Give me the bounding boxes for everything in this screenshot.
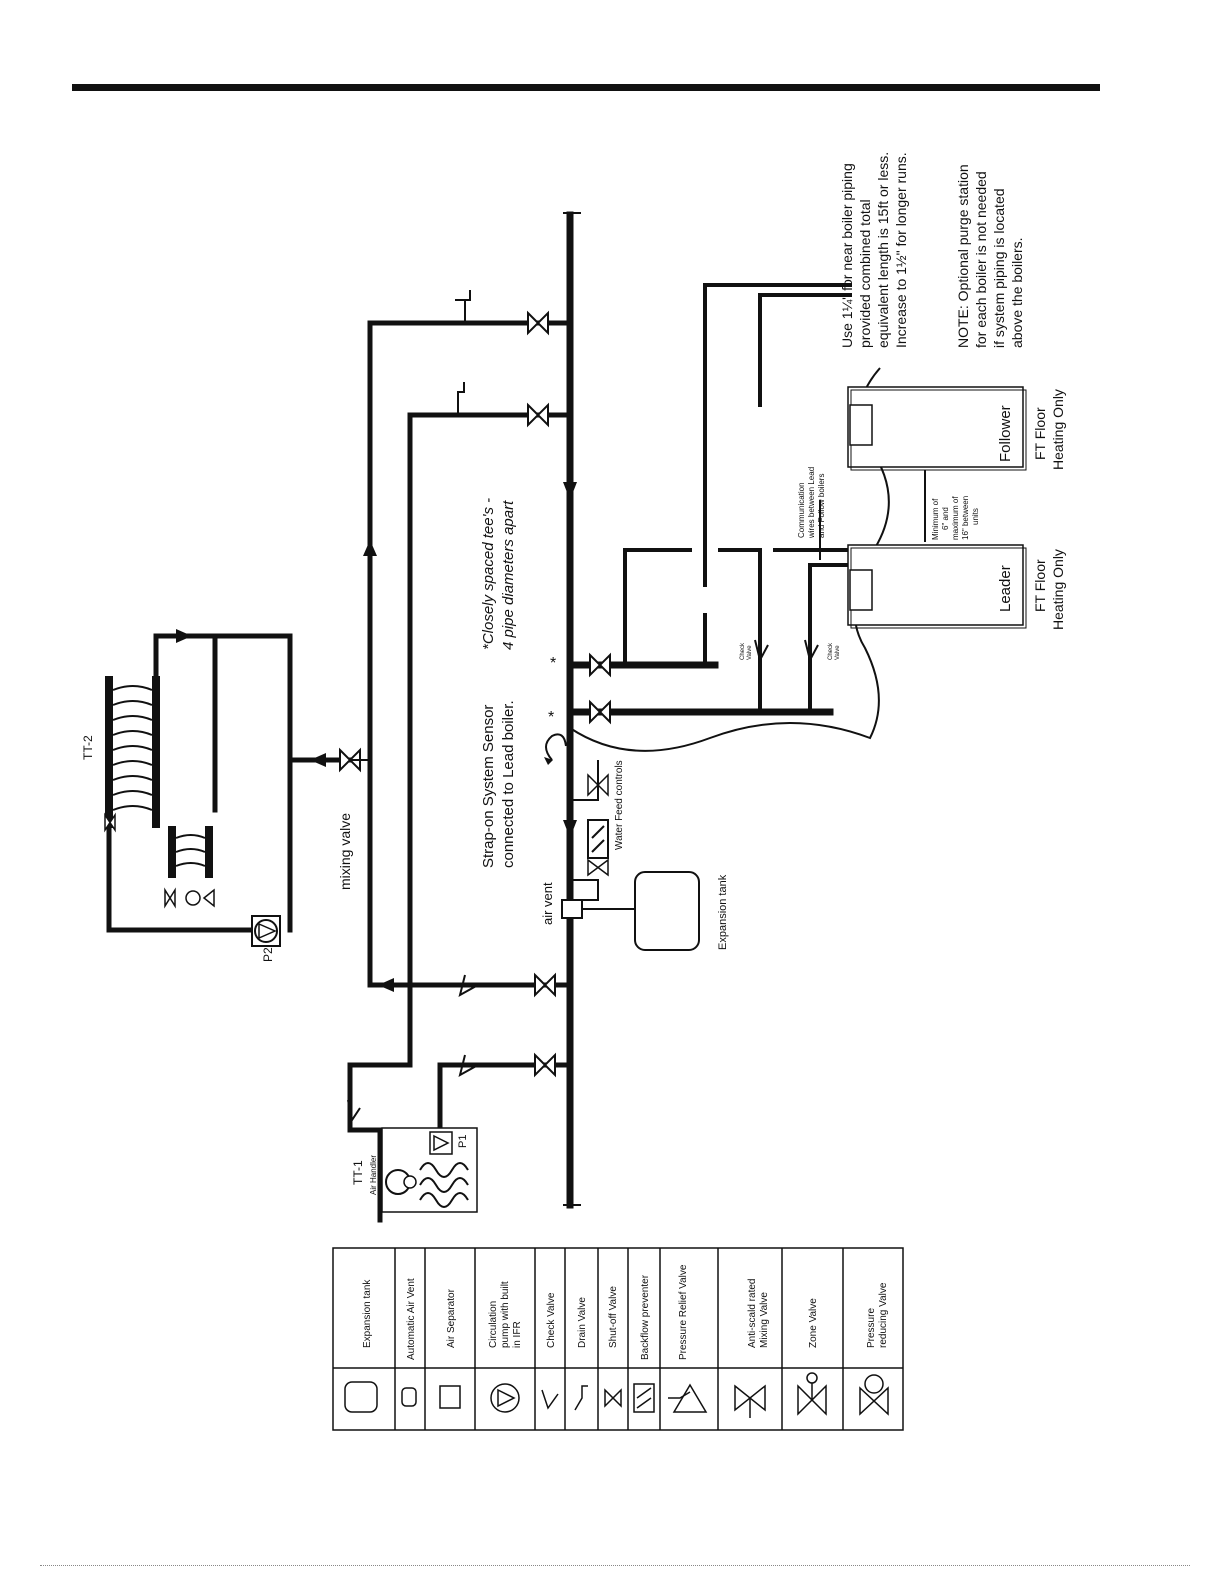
asterisk-1: * <box>550 655 556 672</box>
svg-text:and Follow boilers: and Follow boilers <box>817 474 826 538</box>
header-rule <box>72 84 1100 91</box>
svg-text:Expansion tank: Expansion tank <box>362 1279 373 1348</box>
expansion-tank-label: Expansion tank <box>717 874 729 950</box>
svg-text:equivalent length is 15ft or l: equivalent length is 15ft or less. <box>875 152 891 348</box>
svg-text:Check Valve: Check Valve <box>546 1292 557 1348</box>
svg-text:pump with built: pump with built <box>500 1281 511 1348</box>
svg-text:Use 1¼" for near boiler piping: Use 1¼" for near boiler piping <box>839 163 855 348</box>
svg-text:Automatic Air Vent: Automatic Air Vent <box>406 1278 417 1360</box>
check-valve-icon <box>347 974 479 1123</box>
tees-line-2: 4 pipe diameters apart <box>500 500 517 650</box>
svg-text:Backflow preventer: Backflow preventer <box>640 1274 651 1360</box>
shut-off-valve-icon <box>604 1388 622 1408</box>
svg-text:Heating Only: Heating Only <box>1050 389 1066 470</box>
backflow-preventer-icon <box>587 819 609 859</box>
drain-valve-icon <box>574 1385 588 1411</box>
svg-text:Mixing Valve: Mixing Valve <box>759 1292 770 1348</box>
tt1-label: TT-1 <box>351 1160 365 1185</box>
tees-line-1: *Closely spaced tee's - <box>480 498 497 650</box>
tt1-zone: TT-1 Air Handler P1 <box>351 1127 478 1213</box>
svg-text:Shut-off Valve: Shut-off Valve <box>608 1286 619 1348</box>
svg-text:Anti-scald rated: Anti-scald rated <box>747 1279 758 1348</box>
svg-text:Drain Valve: Drain Valve <box>577 1297 588 1348</box>
svg-text:Check: Check <box>740 642 746 660</box>
drain-valve-icon <box>455 290 471 415</box>
svg-text:reducing Valve: reducing Valve <box>878 1282 889 1348</box>
expansion-system: air vent Expansion tank Water Feed contr… <box>540 760 729 951</box>
svg-text:NOTE: Optional purge station: NOTE: Optional purge station <box>955 164 971 348</box>
supply-branches <box>347 290 573 1223</box>
air-handler-label: Air Handler <box>369 1155 378 1195</box>
legend: Expansion tank Automatic Air Vent Air Se… <box>332 1247 904 1431</box>
svg-text:Communication: Communication <box>797 482 806 538</box>
svg-text:Zone Valve: Zone Valve <box>808 1298 819 1348</box>
spacing-note: Communication wires between Lead and Fol… <box>797 467 980 542</box>
expansion-tank-icon <box>344 1381 378 1413</box>
mixing-valve-label: mixing valve <box>337 813 353 890</box>
svg-text:Minimum of: Minimum of <box>931 498 940 540</box>
svg-text:Heating Only: Heating Only <box>1050 549 1066 630</box>
automatic-air-vent-icon <box>401 1387 417 1407</box>
backflow-preventer-icon <box>633 1383 655 1413</box>
expansion-tank-icon <box>634 871 700 951</box>
svg-text:Check: Check <box>828 642 834 660</box>
svg-text:above the boilers.: above the boilers. <box>1009 237 1025 348</box>
check-valve-icon <box>541 1389 559 1410</box>
svg-text:16" between: 16" between <box>961 496 970 540</box>
circulation-pump-icon <box>490 1383 520 1413</box>
pressure-reducing-valve-icon <box>859 1374 889 1416</box>
purge-note: NOTE: Optional purge station for each bo… <box>955 164 1025 348</box>
svg-text:wires between Lead: wires between Lead <box>807 467 816 539</box>
bottom-rule <box>40 1565 1190 1566</box>
svg-text:maximum of: maximum of <box>951 496 960 540</box>
water-feed-label: Water Feed controls <box>614 760 625 850</box>
svg-text:FT Floor: FT Floor <box>1032 559 1048 612</box>
svg-text:if system piping is located: if system piping is located <box>991 188 1007 348</box>
svg-text:Increase to 1½" for longer run: Increase to 1½" for longer runs. <box>893 152 909 348</box>
asterisk-2: * <box>548 709 554 726</box>
strap-on-line-2: connected to Lead boiler. <box>500 700 517 868</box>
svg-text:provided combined total: provided combined total <box>857 199 873 348</box>
svg-text:FT Floor: FT Floor <box>1032 407 1048 460</box>
svg-text:Valve: Valve <box>835 645 841 660</box>
p1-label: P1 <box>457 1135 469 1148</box>
strap-on-line-1: Strap-on System Sensor <box>480 705 497 868</box>
shut-off-valve-icon <box>527 310 556 1078</box>
pipe-size-note: Use 1¼" for near boiler piping provided … <box>839 152 909 348</box>
follower-label: Follower <box>997 405 1014 462</box>
leader-label: Leader <box>997 565 1014 612</box>
pressure-relief-valve-icon <box>668 1383 708 1413</box>
leader-boiler: Leader FT Floor Heating Only <box>847 544 1066 630</box>
svg-text:for each boiler is not needed: for each boiler is not needed <box>973 171 989 348</box>
svg-text:Air Separator: Air Separator <box>446 1288 457 1348</box>
circulation-pump-icon <box>251 915 281 947</box>
p2-label: P2 <box>261 947 275 962</box>
sensor-note: Strap-on System Sensor connected to Lead… <box>480 498 567 868</box>
circulation-pump-icon <box>429 1131 453 1155</box>
svg-text:Valve: Valve <box>747 645 753 660</box>
svg-text:in IFR: in IFR <box>512 1321 523 1348</box>
air-separator-icon <box>561 899 583 919</box>
boiler-loops: Check Valve Check Valve <box>566 283 890 752</box>
svg-text:Pressure Relief Valve: Pressure Relief Valve <box>678 1264 689 1360</box>
svg-text:units: units <box>971 508 980 525</box>
air-vent-label: air vent <box>540 882 555 925</box>
zone-valve-icon <box>797 1372 827 1416</box>
follower-boiler: Follower FT Floor Heating Only <box>847 386 1066 471</box>
svg-text:Pressure: Pressure <box>866 1308 877 1348</box>
tt2-zone: TT-2 P2 mixing valve <box>81 629 370 962</box>
svg-text:6" and: 6" and <box>941 507 950 530</box>
svg-text:Circulation: Circulation <box>488 1301 499 1348</box>
air-separator-icon <box>439 1385 461 1409</box>
mixing-valve-icon <box>734 1384 766 1418</box>
tt2-label: TT-2 <box>81 735 95 760</box>
